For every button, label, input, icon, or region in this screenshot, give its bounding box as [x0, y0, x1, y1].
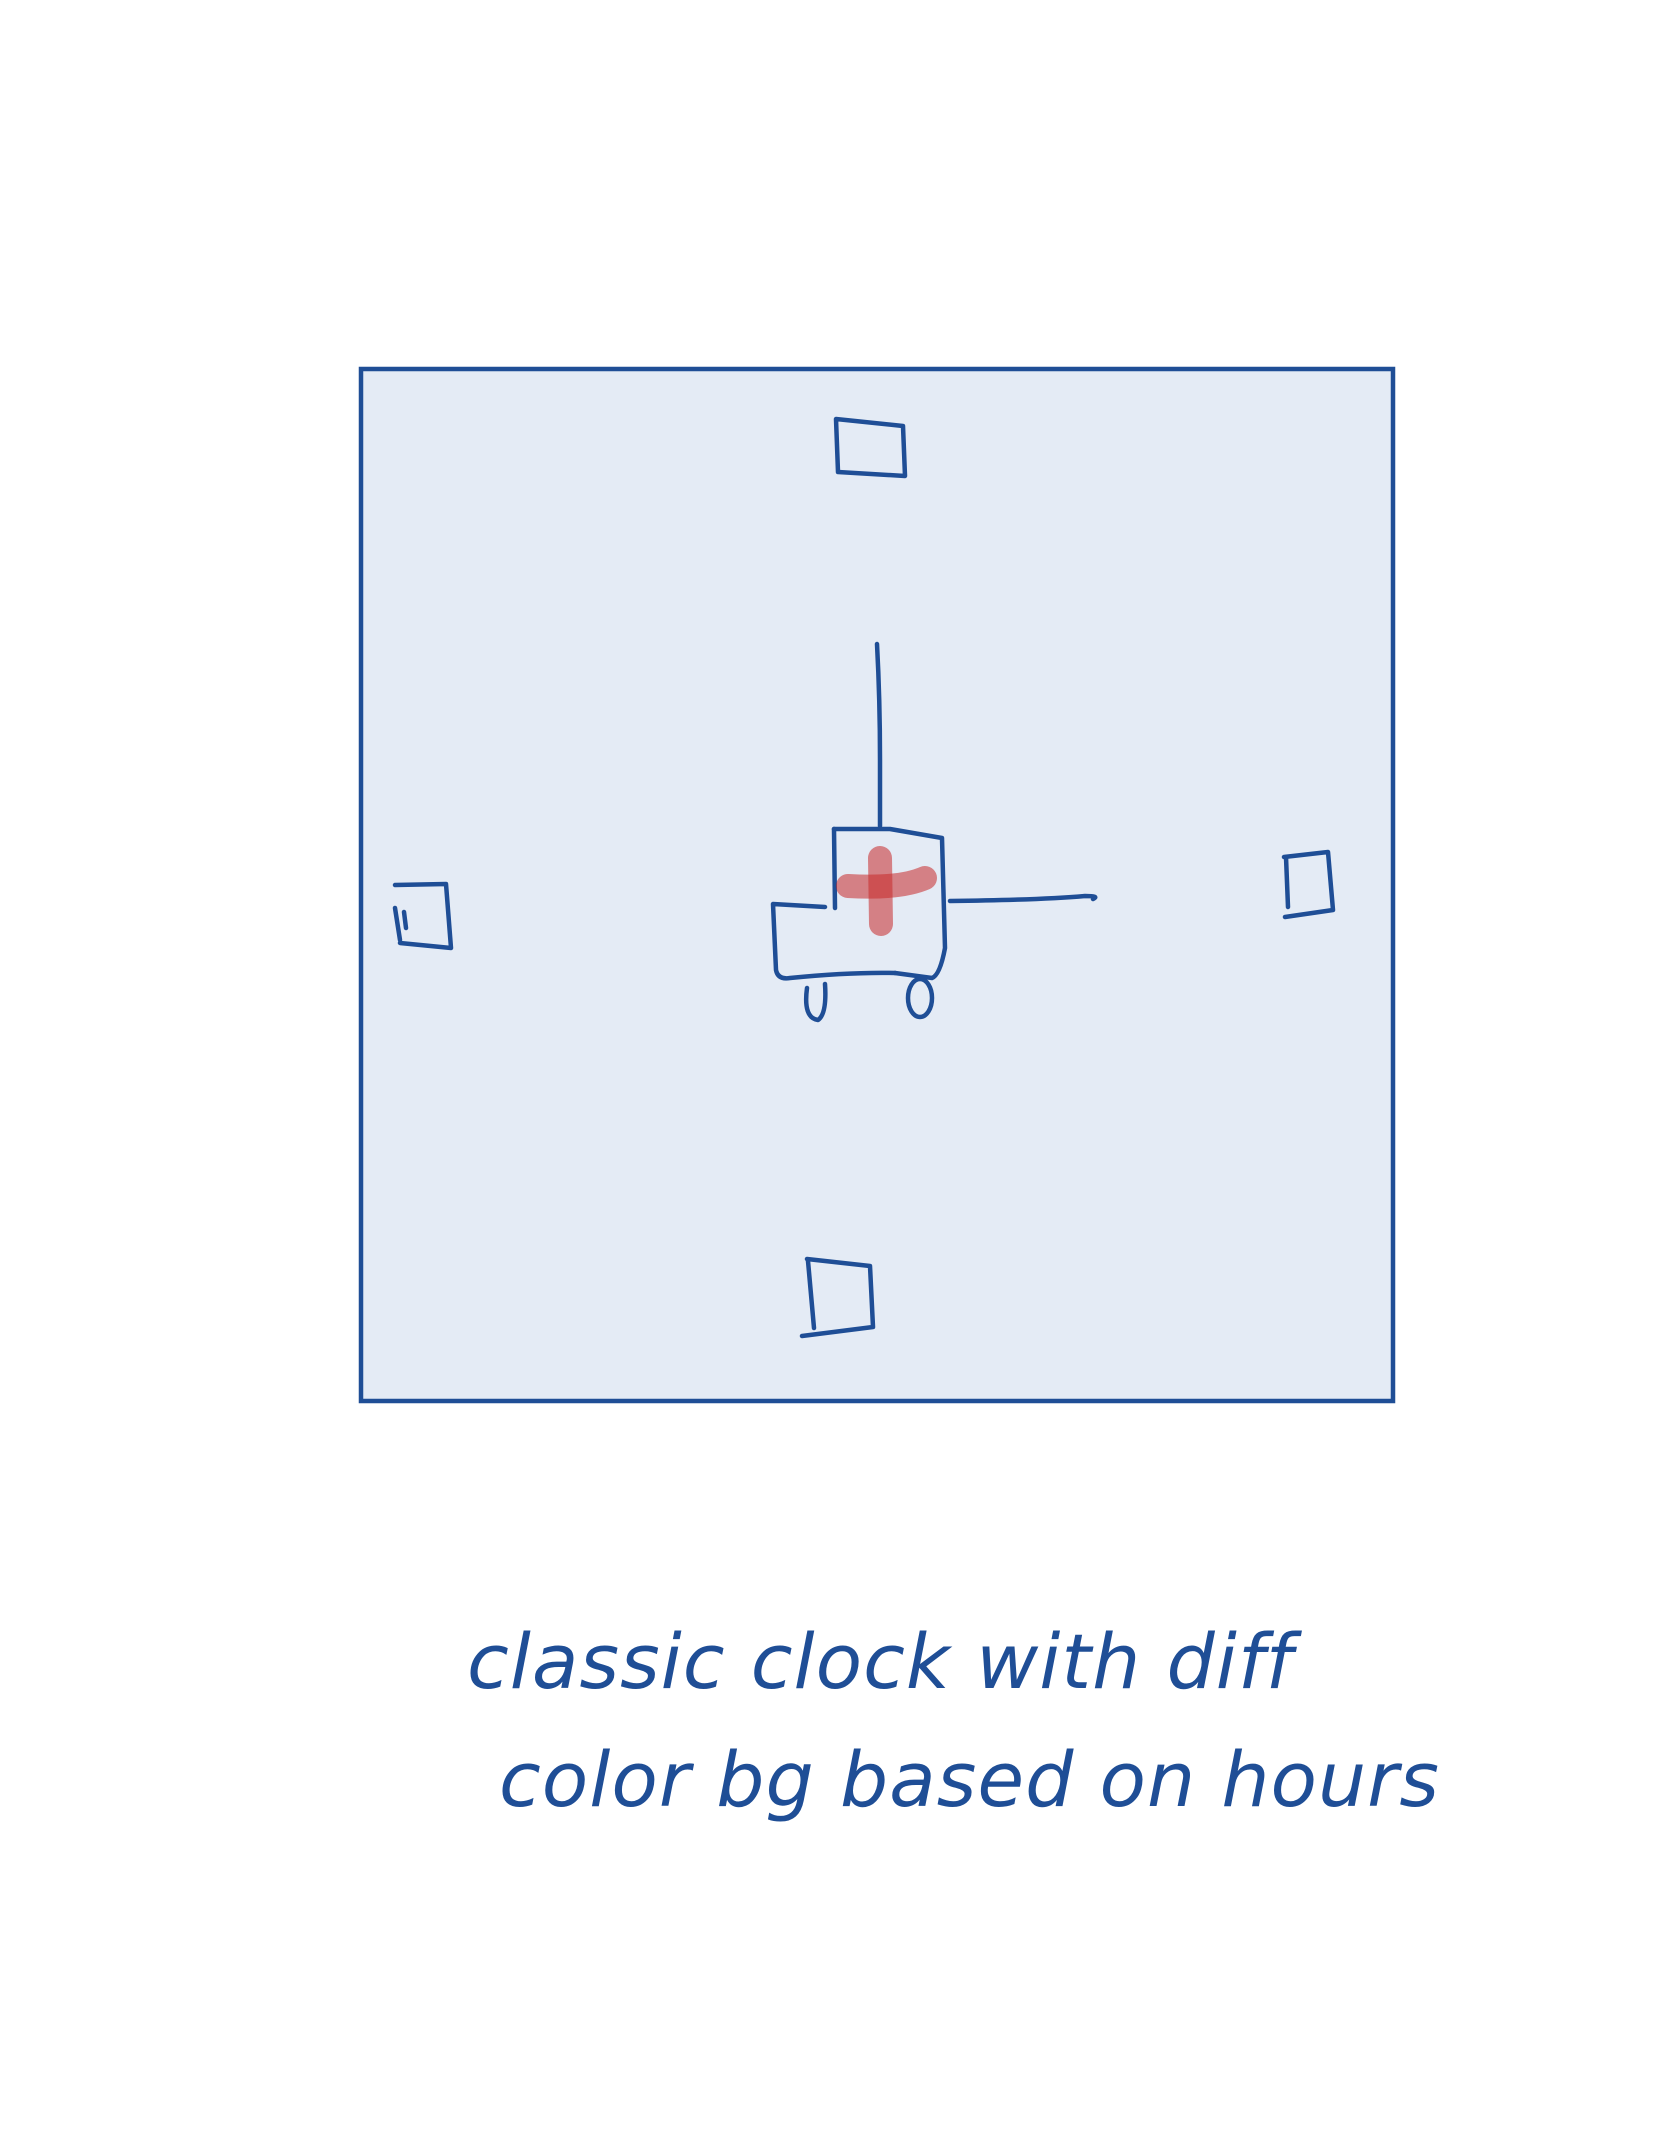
note-line-2: color bg based on hours [499, 1735, 1440, 1824]
hour-marker-left-stroke [392, 905, 409, 943]
center-upper-block [831, 826, 948, 981]
center-highlight-vertical [868, 846, 893, 936]
hour-marker-top [833, 416, 908, 479]
left-wheel [803, 981, 828, 1023]
note-line-1: classic clock with diff [467, 1617, 1303, 1706]
right-wheel [905, 976, 935, 1020]
center-highlight-horizontal [836, 866, 937, 899]
hour-marker-left [392, 881, 454, 951]
center-lower-block [770, 901, 898, 981]
hour-marker-bottom [799, 1256, 876, 1339]
hour-hand [947, 893, 1098, 904]
minute-hand [874, 641, 883, 829]
hour-marker-right-stroke [1283, 854, 1291, 910]
hour-marker-bottom-stroke [805, 1258, 817, 1331]
center-upper-block-left-edge [831, 826, 838, 911]
hour-marker-right [1281, 849, 1336, 920]
